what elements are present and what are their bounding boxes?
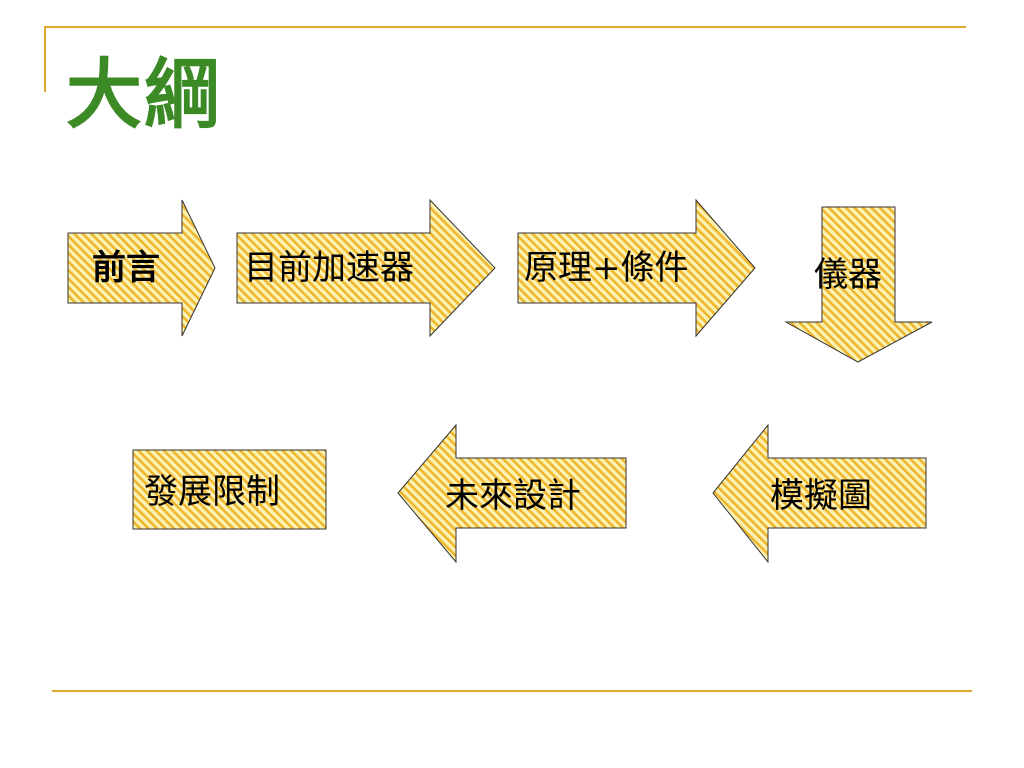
bottom-rule [52,690,972,692]
arrow-simulation [712,423,927,564]
label-intro: 前言 [92,248,160,288]
arrow-current-accelerators [236,198,496,338]
label-current-accelerators: 目前加速器 [244,248,414,288]
slide-title: 大綱 [66,50,222,139]
label-simulation: 模擬圖 [770,476,872,516]
top-rule [44,26,966,28]
arrow-instrument [784,206,933,363]
label-limitations: 發展限制 [144,472,280,512]
label-future-design: 未來設計 [445,476,581,516]
arrow-principle-conditions [517,198,756,338]
arrow-future-design [397,423,627,564]
arrow-intro [67,199,216,337]
left-rule [44,26,46,92]
box-limitations [132,449,327,530]
label-principle-conditions: 原理+條件 [524,248,689,288]
label-instrument: 儀器 [814,255,882,295]
